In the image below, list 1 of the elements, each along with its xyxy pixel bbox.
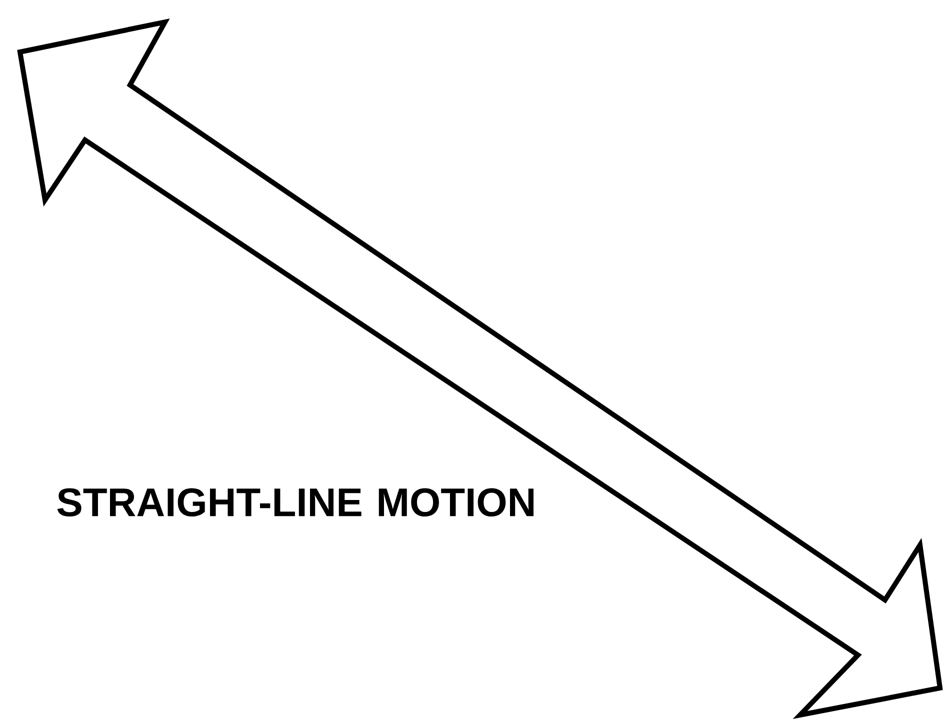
motion-label: STRAIGHT-LINE MOTION — [57, 488, 534, 517]
